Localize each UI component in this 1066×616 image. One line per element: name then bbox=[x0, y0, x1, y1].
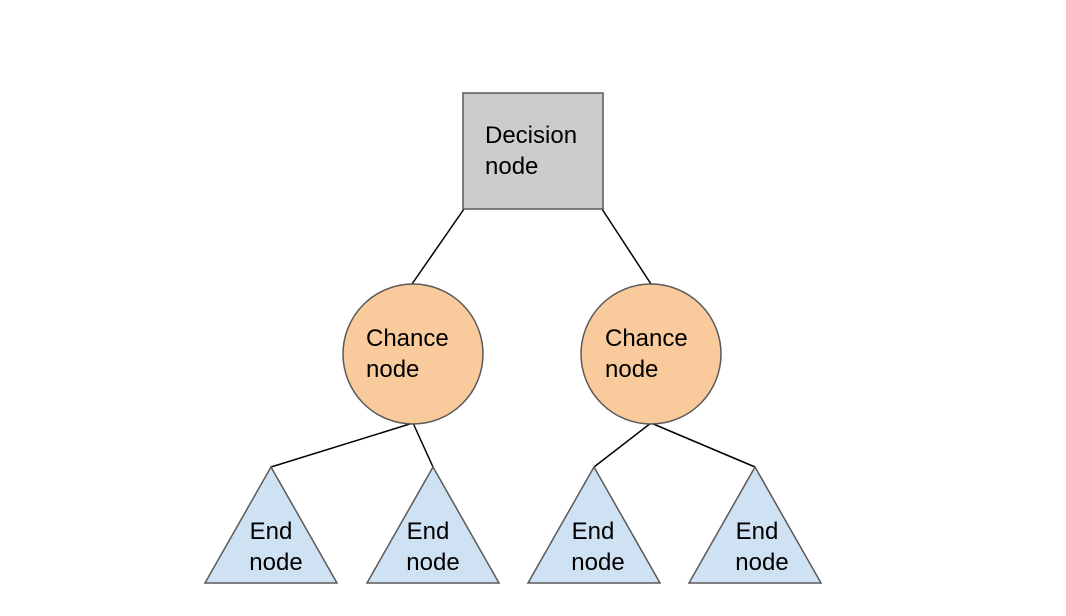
chance-node-right-label-line2: node bbox=[605, 356, 658, 383]
end-node-2-triangle bbox=[365, 465, 501, 584]
end-node-4-label-line1: End bbox=[736, 518, 779, 545]
chance-node-right-circle bbox=[580, 283, 722, 425]
end-node-3-label-line2: node bbox=[571, 549, 624, 576]
end-node-3-label-line1: End bbox=[572, 518, 615, 545]
edge-decision-to-chance-right bbox=[601, 208, 652, 285]
edge-chance-right-to-end-4 bbox=[650, 422, 756, 468]
end-node-4: End node bbox=[687, 465, 823, 584]
end-node-1: End node bbox=[203, 465, 339, 584]
edges bbox=[270, 208, 756, 468]
decision-node-label-line1: Decision bbox=[485, 122, 577, 149]
end-node-1-triangle bbox=[203, 465, 339, 584]
decision-node-square bbox=[462, 92, 604, 210]
end-node-2-label-line1: End bbox=[407, 518, 450, 545]
end-node-1-label-line1: End bbox=[250, 518, 293, 545]
chance-node-right-label-line1: Chance bbox=[605, 325, 688, 352]
edge-chance-left-to-end-2 bbox=[412, 422, 434, 468]
chance-node-right: Chance node bbox=[580, 283, 722, 425]
edge-chance-left-to-end-1 bbox=[270, 422, 414, 468]
decision-node: Decision node bbox=[462, 92, 604, 210]
chance-node-left: Chance node bbox=[342, 283, 484, 425]
end-node-2: End node bbox=[365, 465, 501, 584]
end-node-2-label-line2: node bbox=[406, 549, 459, 576]
chance-node-left-label-line1: Chance bbox=[366, 325, 449, 352]
end-node-4-triangle bbox=[687, 465, 823, 584]
edge-decision-to-chance-left bbox=[411, 208, 465, 285]
end-node-3-triangle bbox=[526, 465, 662, 584]
end-node-4-label-line2: node bbox=[735, 549, 788, 576]
end-node-3: End node bbox=[526, 465, 662, 584]
chance-node-left-circle bbox=[342, 283, 484, 425]
chance-node-left-label-line2: node bbox=[366, 356, 419, 383]
edge-chance-right-to-end-3 bbox=[593, 422, 652, 468]
decision-node-label-line2: node bbox=[485, 153, 538, 180]
end-node-1-label-line2: node bbox=[249, 549, 302, 576]
